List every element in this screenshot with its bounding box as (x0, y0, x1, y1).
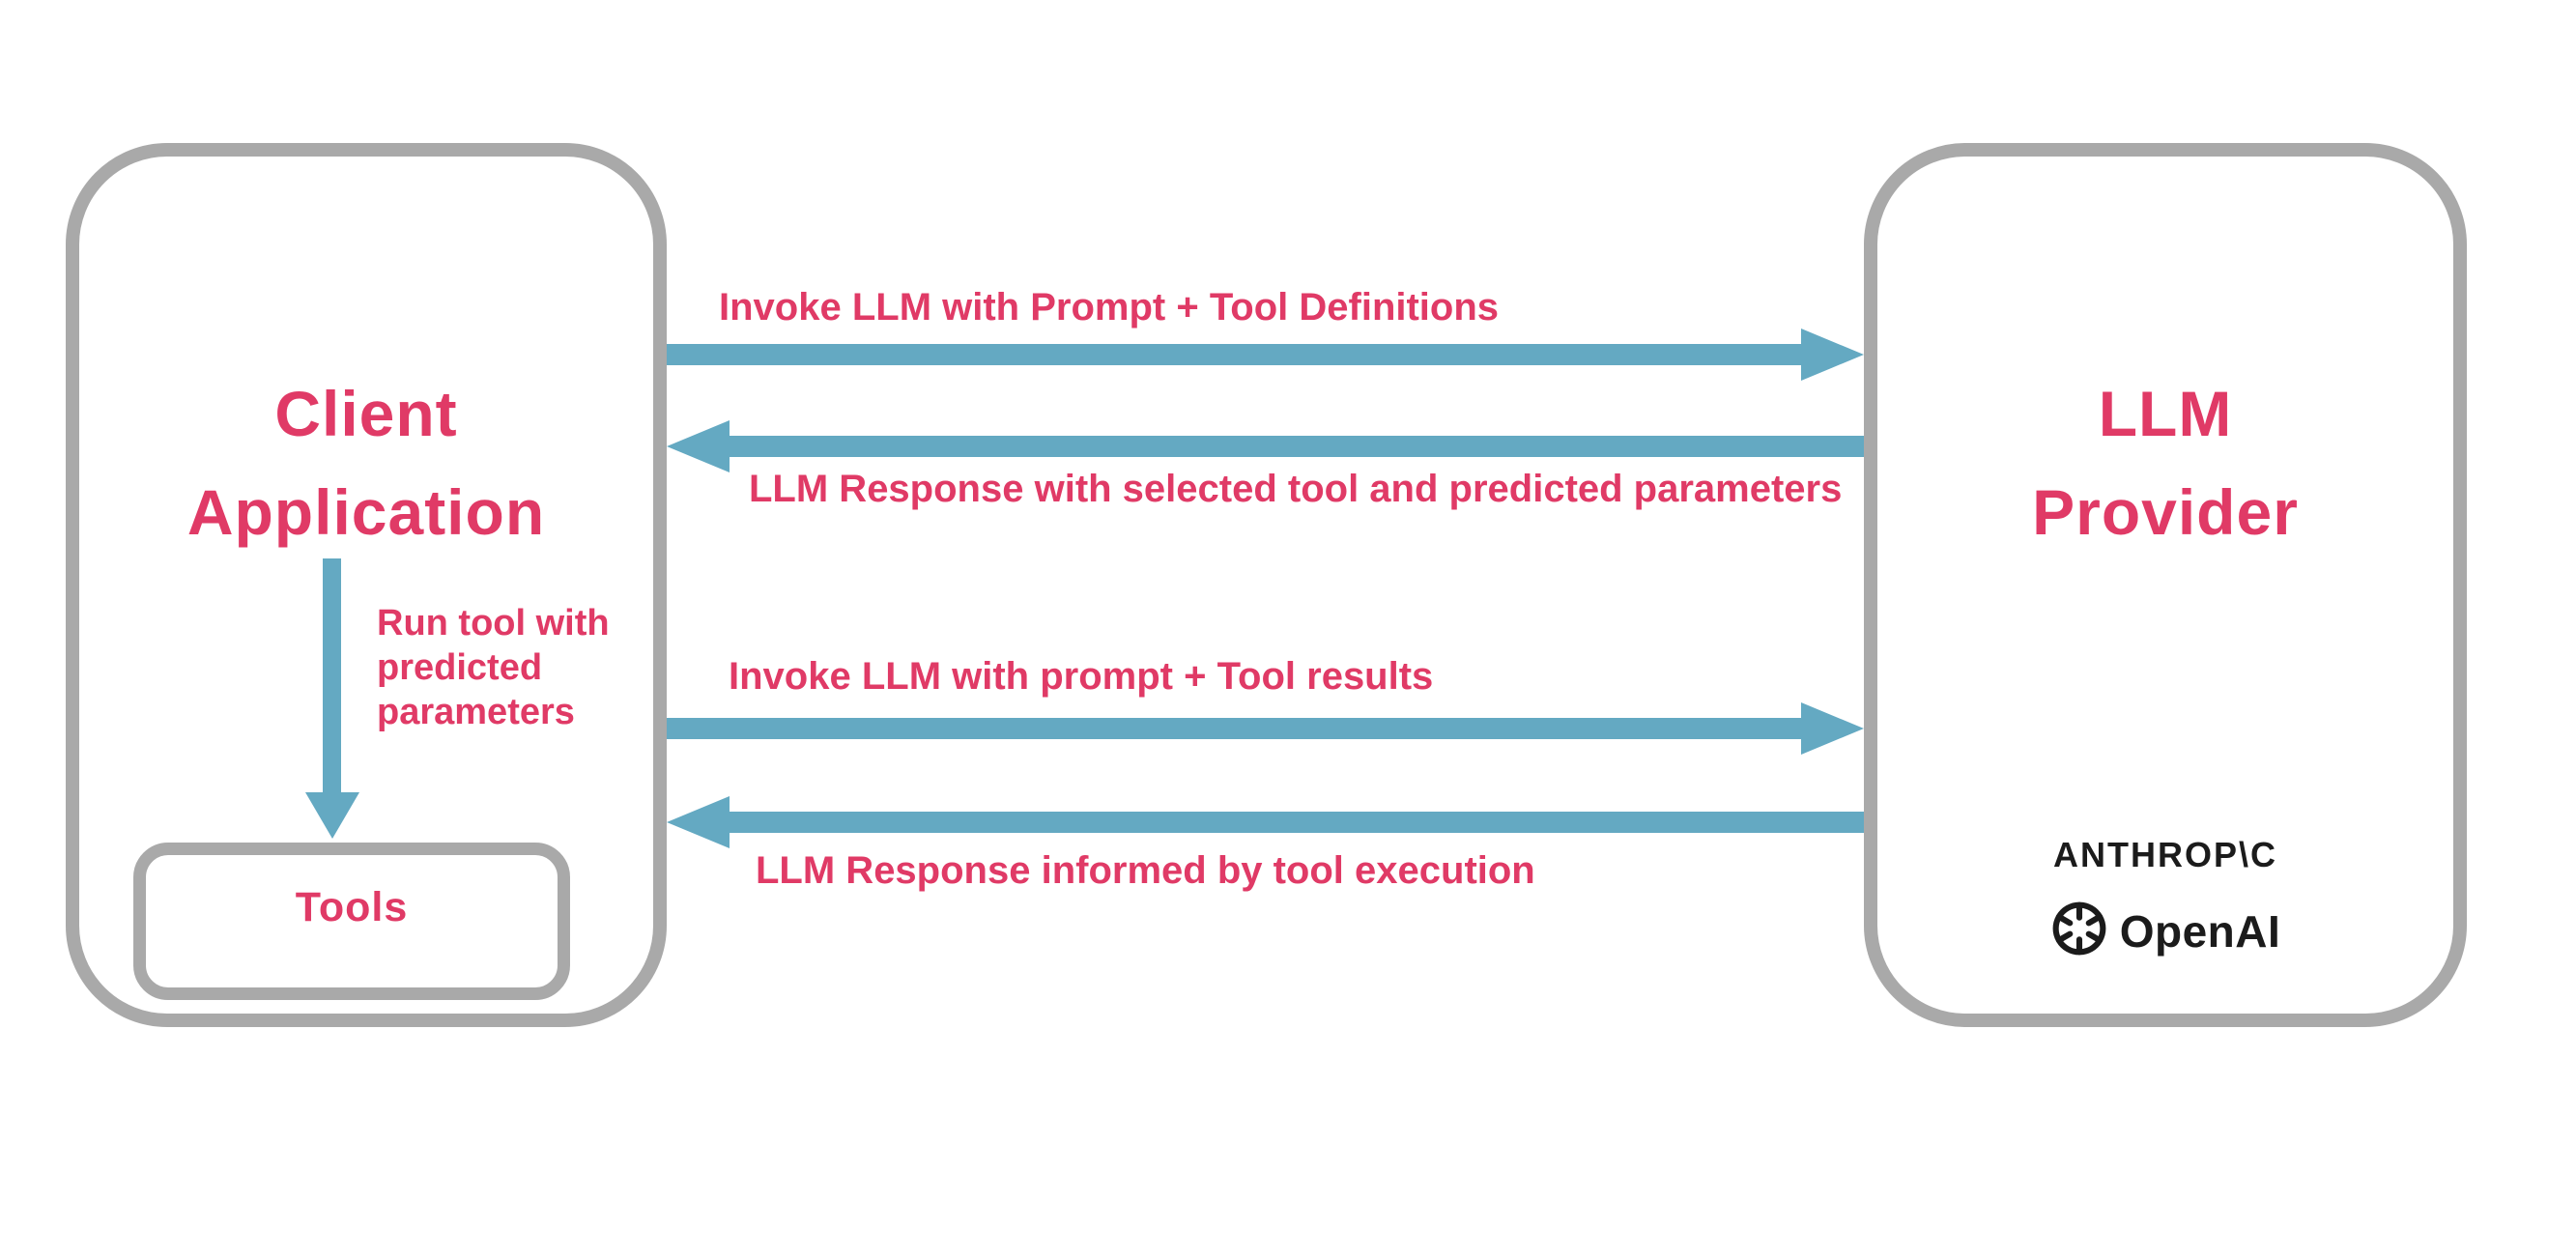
llm-provider-title: LLM Provider (2032, 378, 2299, 548)
flow-arrow-response-execution (667, 796, 1864, 848)
run-tool-label: Run tool with predicted parameters (377, 603, 610, 732)
arrow-right-head-icon (1801, 702, 1864, 755)
tools-label: Tools (295, 884, 409, 930)
flow-arrow-response-parameters (667, 420, 1864, 472)
flow-label-invoke-definitions: Invoke LLM with Prompt + Tool Definition… (719, 286, 1500, 329)
openai-knot-icon (2050, 899, 2108, 963)
arrow-left-head-icon (667, 796, 730, 848)
openai-wordmark: OpenAI (2119, 905, 2281, 957)
client-application-title: Client Application (186, 378, 546, 548)
tools-box: Tools (133, 843, 570, 1000)
llm-provider-box (1864, 143, 2467, 1027)
arrow-bar (667, 344, 1808, 365)
run-tool-arrow-bar (323, 558, 341, 796)
arrow-bar (667, 718, 1808, 739)
flow-label-invoke-results: Invoke LLM with prompt + Tool results (729, 655, 1434, 698)
openai-logo: OpenAI (1864, 899, 2467, 963)
flow-arrow-invoke-results (667, 702, 1864, 755)
anthropic-logo: ANTHROP\C (2053, 835, 2277, 874)
arrow-right-head-icon (1801, 329, 1864, 381)
arrow-left-head-icon (667, 420, 730, 472)
arrow-bar (723, 436, 1864, 457)
flow-label-response-execution: LLM Response informed by tool execution (756, 849, 1535, 892)
arrow-bar (723, 812, 1864, 833)
flow-arrow-invoke-definitions (667, 329, 1864, 381)
flow-label-response-parameters: LLM Response with selected tool and pred… (749, 468, 1843, 510)
run-tool-arrow-head-icon (305, 792, 359, 839)
